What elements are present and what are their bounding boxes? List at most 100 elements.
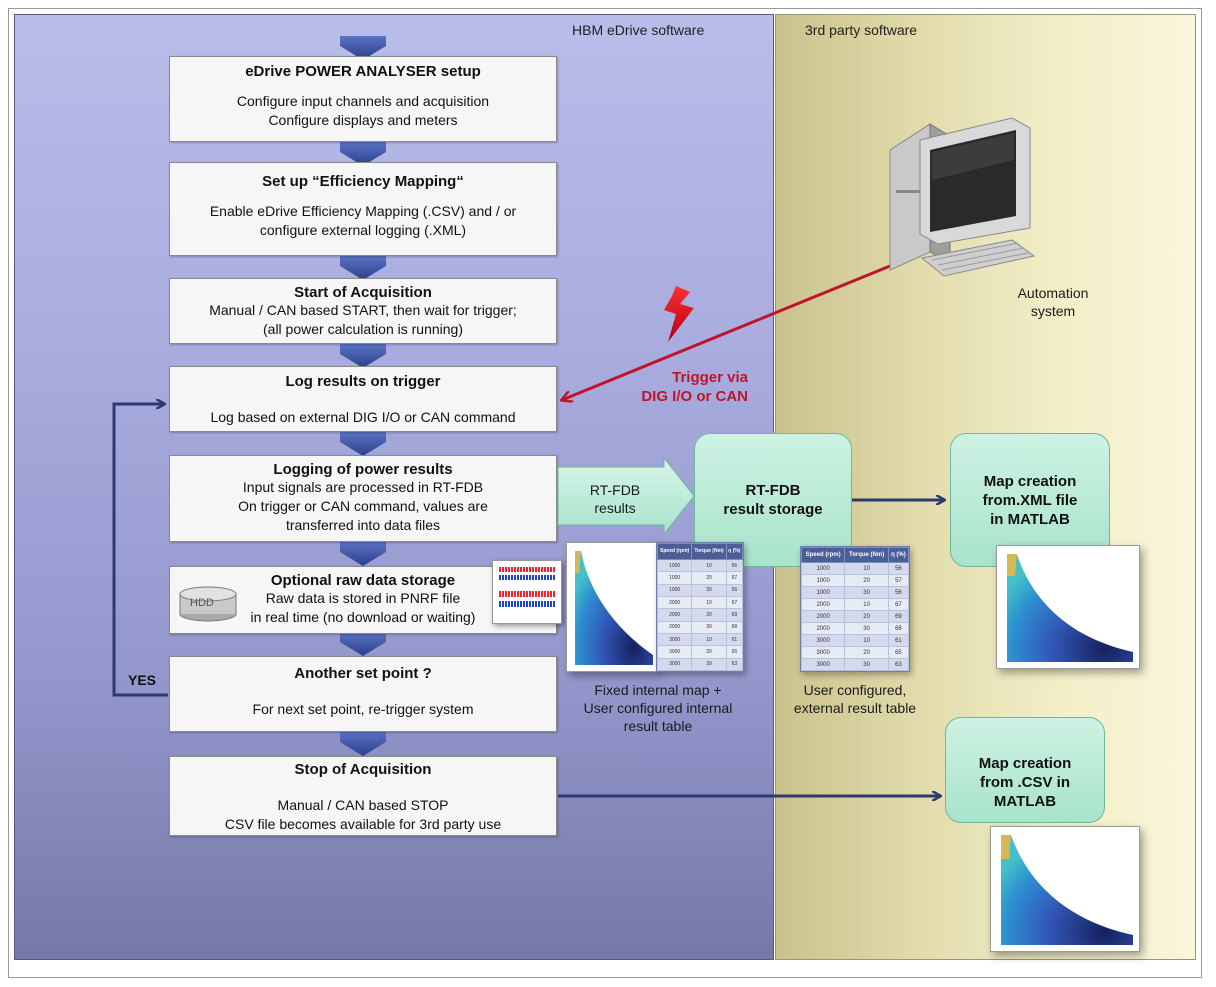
caption-line: User configured internal xyxy=(583,700,733,716)
rtfdb-results-arrow xyxy=(557,456,695,536)
table-header-cell: η (%) xyxy=(725,543,744,560)
table-cell: 10 xyxy=(844,598,889,612)
table-cell: 65 xyxy=(887,646,910,659)
step-title: Log results on trigger xyxy=(285,373,441,390)
step-title: Another set point ? xyxy=(294,665,432,682)
table-cell: 3000 xyxy=(800,658,846,671)
table-cell: 30 xyxy=(691,620,727,634)
step-start-acquisition: Start of Acquisition Manual / CAN based … xyxy=(169,278,557,344)
table-cell: 1000 xyxy=(656,558,693,573)
table-cell: 10 xyxy=(844,562,889,576)
yes-label: YES xyxy=(128,672,157,688)
step-line: in real time (no download or waiting) xyxy=(250,609,476,625)
table-cell: 20 xyxy=(691,571,727,585)
step-title: Stop of Acquisition xyxy=(294,761,432,778)
raw-data-screenshot xyxy=(492,560,562,624)
step-line: Enable eDrive Efficiency Mapping (.CSV) … xyxy=(209,203,517,219)
caption-line: result table xyxy=(623,718,693,734)
step-efficiency-mapping: Set up “Efficiency Mapping“ Enable eDriv… xyxy=(169,162,557,256)
table-cell: 20 xyxy=(844,646,889,659)
step-title: Set up “Efficiency Mapping“ xyxy=(262,173,464,190)
step-line: Configure displays and meters xyxy=(268,112,458,128)
chevron-icon xyxy=(340,36,386,60)
hbm-zone-label: HBM eDrive software xyxy=(572,22,705,38)
automation-system-label: Automation system xyxy=(1000,284,1106,320)
third-party-zone-label: 3rd party software xyxy=(805,22,918,38)
matlab-map-plot xyxy=(1007,554,1133,662)
table-header-cell: Speed (rpm) xyxy=(656,543,693,560)
step-logging-power-results: Logging of power results Input signals a… xyxy=(169,455,557,542)
chevron-icon xyxy=(340,732,386,756)
table-cell: 68 xyxy=(725,620,744,634)
table-cell: 69 xyxy=(725,608,744,622)
table-cell: 2000 xyxy=(656,620,693,634)
rtfdb-results-line: RT-FDB xyxy=(589,482,641,498)
table-cell: 30 xyxy=(844,658,889,671)
step-title: Start of Acquisition xyxy=(294,284,432,301)
table-cell: 67 xyxy=(725,595,744,610)
chevron-icon xyxy=(340,542,386,566)
table-cell: 3000 xyxy=(656,632,693,647)
chevron-icon xyxy=(340,344,386,368)
chevron-icon xyxy=(340,632,386,656)
map-creation-csv: Map creation from .CSV in MATLAB xyxy=(945,717,1105,823)
hdd-icon xyxy=(179,586,237,622)
table-cell: 1000 xyxy=(800,586,846,600)
step-line: configure external logging (.XML) xyxy=(259,222,467,238)
step-stop-acquisition: Stop of Acquisition Manual / CAN based S… xyxy=(169,756,557,836)
step-title: Optional raw data storage xyxy=(270,572,456,589)
caption-line: external result table xyxy=(793,700,917,716)
table-cell: 56 xyxy=(725,558,744,573)
step-log-on-trigger: Log results on trigger Log based on exte… xyxy=(169,366,557,432)
table-cell: 61 xyxy=(887,634,910,648)
table-cell: 3000 xyxy=(656,657,693,672)
external-table-caption: User configured, external result table xyxy=(776,681,934,717)
table-cell: 20 xyxy=(844,574,889,588)
map-creation-xml: Map creation from.XML file in MATLAB xyxy=(950,433,1110,567)
table-cell: 3000 xyxy=(800,646,846,659)
matlab-map-csv xyxy=(990,826,1140,952)
step-line: transferred into data files xyxy=(285,517,441,533)
matlab-map-plot xyxy=(1001,835,1133,945)
yes-loop-arrow xyxy=(112,404,168,697)
step-line: For next set point, re-trigger system xyxy=(252,701,474,717)
table-cell: 1000 xyxy=(656,571,693,585)
chevron-icon xyxy=(340,432,386,456)
map-csv-line: Map creation xyxy=(978,755,1072,772)
table-cell: 10 xyxy=(691,632,727,647)
table-cell: 30 xyxy=(691,583,727,597)
table-cell: 1000 xyxy=(656,583,693,597)
rtfdb-results-line: results xyxy=(594,500,636,516)
table-cell: 68 xyxy=(887,622,910,636)
table-cell: 10 xyxy=(691,595,727,610)
step-line: Input signals are processed in RT-FDB xyxy=(242,479,484,495)
table-cell: 65 xyxy=(725,645,744,659)
step-line: (all power calculation is running) xyxy=(263,321,463,337)
map-csv-line: from .CSV in xyxy=(979,774,1070,791)
lightning-icon xyxy=(664,286,694,342)
table-cell: 30 xyxy=(691,657,727,672)
table-cell: 56 xyxy=(887,586,910,600)
table-cell: 57 xyxy=(887,574,910,588)
table-cell: 57 xyxy=(725,571,744,585)
step-setup: eDrive POWER ANALYSER setup Configure in… xyxy=(169,56,557,142)
map-csv-line: MATLAB xyxy=(993,793,1057,810)
computer-icon xyxy=(889,117,1036,277)
matlab-map-xml xyxy=(996,545,1140,669)
